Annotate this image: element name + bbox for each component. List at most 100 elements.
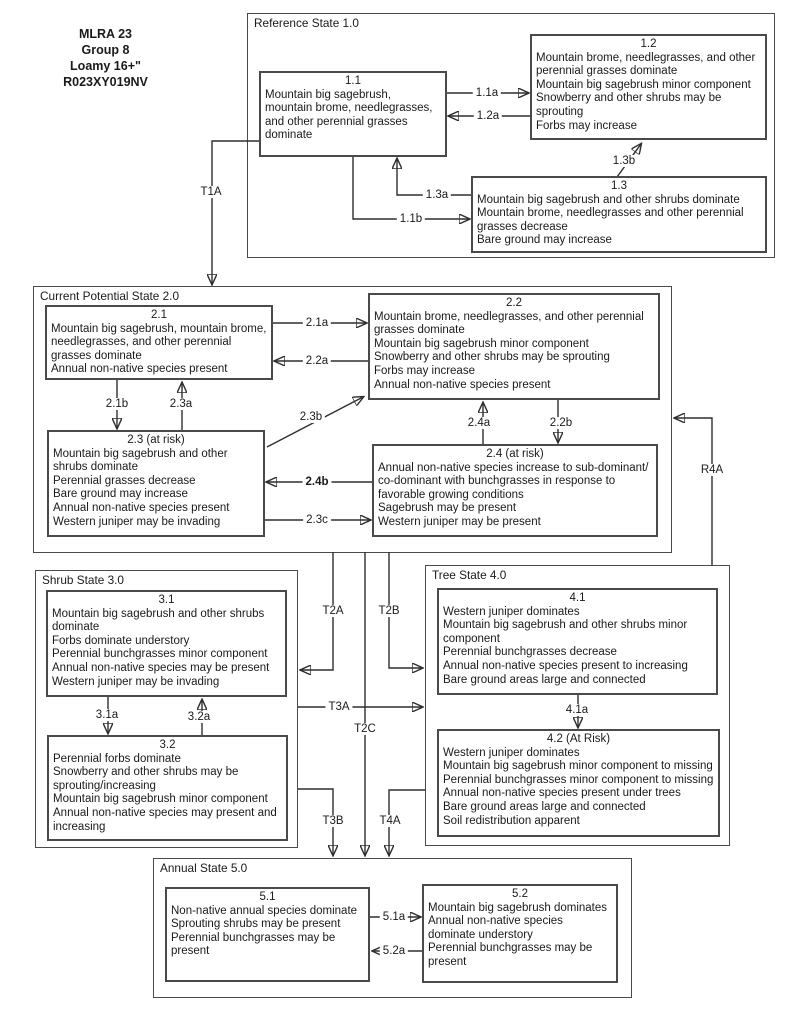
arrow-label-2-1b: 2.1b: [102, 398, 132, 410]
box-line: Mountain big sagebrush, mountain brome, …: [51, 322, 267, 362]
box-line: Perennial bunchgrasses minor component t…: [443, 773, 714, 786]
arrow-label-t4a: T4A: [376, 815, 404, 827]
arrow-t1a: [212, 140, 259, 284]
header-group: Group 8: [81, 43, 130, 57]
box-2-1: 2.1 Mountain big sagebrush, mountain bro…: [45, 305, 273, 380]
box-2-3: 2.3 (at risk) Mountain big sagebrush and…: [47, 430, 265, 537]
box-line: Bare ground may increase: [477, 234, 612, 247]
box-3-1: 3.1 Mountain big sagebrush and other shr…: [46, 590, 287, 697]
box-5-1: 5.1 Non-native annual species dominate S…: [165, 887, 370, 982]
box-line: Soil redistribution apparent: [443, 814, 580, 827]
arrow-label-4-1a: 4.1a: [562, 704, 592, 716]
arrow-label-5-1a: 5.1a: [379, 911, 409, 923]
header-site-id: R023XY019NV: [63, 75, 148, 89]
box-line: Western juniper may be invading: [52, 675, 220, 688]
box-4-1: 4.1 Western juniper dominates Mountain b…: [437, 588, 718, 695]
arrow-label-2-2b: 2.2b: [546, 417, 576, 429]
box-1-2-title: 1.2: [640, 38, 657, 50]
box-line: Perennial bunchgrasses may be present: [428, 942, 593, 968]
arrow-label-2-4b: 2.4b: [302, 476, 332, 488]
box-line: Annual non-native species present: [53, 501, 230, 514]
arrow-label-1-3a: 1.3a: [422, 189, 452, 201]
header-loamy: Loamy 16+": [70, 59, 141, 73]
box-line: Forbs dominate understory: [52, 634, 190, 647]
state-annual-label: Annual State 5.0: [160, 861, 248, 875]
box-2-4-title: 2.4 (at risk): [486, 448, 544, 460]
box-line: Mountain big sagebrush minor component: [374, 337, 589, 350]
box-4-1-title: 4.1: [569, 592, 586, 604]
arrow-label-3-2a: 3.2a: [184, 711, 214, 723]
arrow-t2b: [388, 552, 422, 668]
box-line: Bare ground areas large and connected: [443, 800, 646, 813]
box-2-4: 2.4 (at risk) Annual non-native species …: [372, 444, 658, 537]
box-line: Western juniper may be present: [378, 515, 541, 528]
box-line: Perennial bunchgrasses decrease: [443, 646, 617, 659]
box-line: Mountain brome, needlegrasses, and other…: [374, 310, 644, 337]
box-line: Mountain big sagebrush and other shrubs …: [53, 447, 228, 474]
box-line: Mountain brome, needlegrasses and other …: [477, 207, 744, 233]
arrow-t2a: [301, 552, 334, 670]
box-line: Snowberry and other shrubs may be sprout…: [536, 92, 722, 118]
box-line: Forbs may increase: [374, 364, 475, 377]
box-line: Mountain big sagebrush and other shrubs …: [477, 193, 740, 206]
box-5-2-title: 5.2: [512, 888, 528, 900]
box-line: Annual non-native species present: [374, 378, 551, 391]
box-4-2-title: 4.2 (At Risk): [546, 733, 611, 745]
box-line: Mountain big sagebrush, mountain brome, …: [265, 88, 433, 142]
box-line: Snowberry and other shrubs may be sprout…: [53, 766, 239, 792]
box-1-2: 1.2 Mountain brome, needlegrasses, and o…: [530, 34, 767, 140]
arrow-label-1-1a: 1.1a: [472, 87, 502, 99]
box-line: Annual non-native species present to inc…: [443, 659, 688, 672]
box-line: Mountain big sagebrush and other shrubs …: [52, 607, 265, 634]
box-line: Perennial bunchgrasses minor component: [52, 648, 268, 661]
arrow-label-5-2a: 5.2a: [379, 945, 409, 957]
box-line: Mountain big sagebrush minor component: [536, 78, 751, 91]
box-line: Western juniper may be invading: [53, 515, 221, 528]
box-line: Mountain big sagebrush minor component: [53, 793, 268, 806]
box-line: Perennial bunchgrasses may be present: [171, 931, 336, 958]
box-line: Sprouting shrubs may be present: [171, 918, 341, 931]
box-line: Annual non-native species present: [51, 363, 228, 376]
arrow-label-t3a: T3A: [325, 701, 353, 713]
arrow-label-2-1a: 2.1a: [302, 317, 332, 329]
box-1-3: 1.3 Mountain big sagebrush and other shr…: [471, 176, 767, 253]
arrow-label-t2b: T2B: [375, 605, 403, 617]
box-line: Western juniper dominates: [443, 605, 580, 618]
box-line: Western juniper dominates: [443, 746, 580, 759]
box-1-1: 1.1 Mountain big sagebrush, mountain bro…: [259, 71, 447, 157]
box-line: Annual non-native species may present an…: [53, 806, 277, 833]
box-line: Bare ground areas large and connected: [443, 673, 646, 686]
arrow-label-t1a: T1A: [197, 186, 225, 198]
box-2-3-title: 2.3 (at risk): [127, 434, 185, 446]
arrow-label-t3b: T3B: [319, 815, 347, 827]
state-shrub-label: Shrub State 3.0: [42, 573, 124, 587]
box-3-1-title: 3.1: [158, 594, 175, 606]
box-3-2-title: 3.2: [159, 739, 176, 751]
arrow-t4a: [389, 789, 425, 855]
box-1-1-title: 1.1: [345, 75, 361, 87]
box-line: Annual non-native species present under …: [443, 787, 681, 800]
box-line: Annual non-native species may be present: [52, 661, 270, 674]
state-current-potential-label: Current Potential State 2.0: [40, 289, 180, 303]
arrow-1-1b: [352, 157, 469, 219]
box-line: Perennial grasses decrease: [53, 474, 196, 487]
arrow-label-r4a: R4A: [697, 464, 727, 476]
box-line: Mountain big sagebrush dominates: [428, 901, 608, 914]
arrow-t3b: [298, 788, 333, 855]
box-2-1-title: 2.1: [151, 309, 167, 321]
arrow-label-t2c: T2C: [351, 723, 379, 735]
arrow-label-2-3c: 2.3c: [303, 514, 331, 526]
arrow-label-2-4a: 2.4a: [464, 417, 494, 429]
box-5-2: 5.2 Mountain big sagebrush dominates Ann…: [422, 884, 618, 983]
box-1-3-title: 1.3: [611, 180, 627, 192]
arrow-label-2-3b: 2.3b: [296, 411, 326, 423]
box-line: Sagebrush may be present: [378, 502, 517, 515]
box-5-1-title: 5.1: [259, 891, 276, 903]
box-line: Annual non-native species dominate under…: [428, 915, 563, 941]
arrow-label-3-1a: 3.1a: [92, 709, 122, 721]
diagram-header: MLRA 23 Group 8 Loamy 16+" R023XY019NV: [33, 26, 178, 90]
arrow-label-1-2a: 1.2a: [473, 110, 503, 122]
arrow-label-2-2a: 2.2a: [302, 355, 332, 367]
box-line: Perennial forbs dominate: [53, 752, 181, 765]
